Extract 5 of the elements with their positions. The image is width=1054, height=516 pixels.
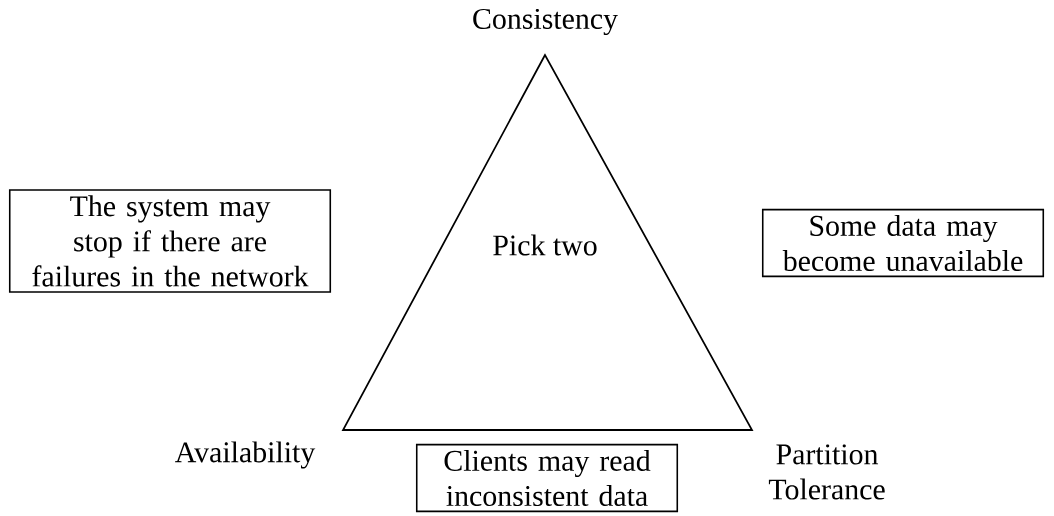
text-box: The system may stop if there are failures in the network [8, 189, 332, 293]
text-box: Clients may read inconsistent data [415, 443, 679, 513]
text-box: Some data may become unavailable [761, 208, 1045, 278]
vertex-label: Partition Tolerance [768, 444, 885, 500]
vertex-label: Availability [175, 441, 316, 469]
